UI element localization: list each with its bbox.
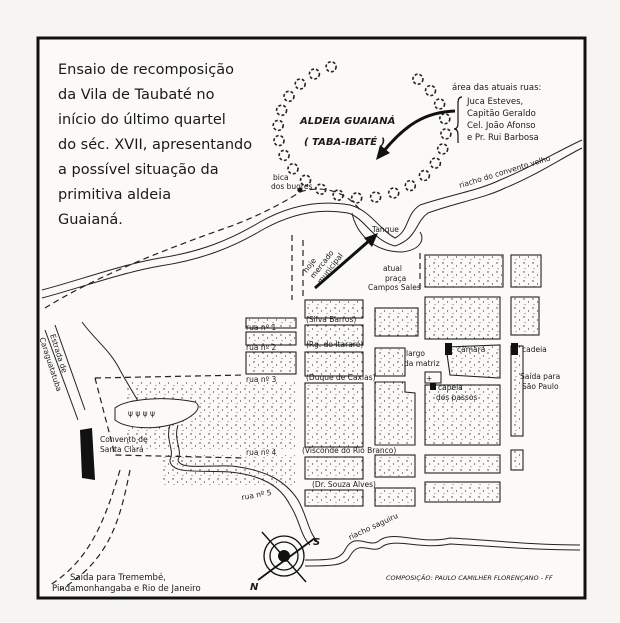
convento-building	[80, 428, 95, 480]
tree-icon	[278, 149, 290, 162]
pond	[114, 398, 199, 429]
svg-text:dos passos: dos passos	[436, 393, 477, 402]
svg-text:atual: atual	[383, 264, 402, 273]
camara-building	[445, 343, 452, 355]
tree-icon	[283, 90, 295, 103]
svg-text:rua nº 4: rua nº 4	[246, 448, 276, 457]
compass-rose: N S	[250, 531, 320, 593]
svg-text:da Vila de Taubaté no: da Vila de Taubaté no	[58, 87, 215, 103]
compass-south: S	[313, 537, 320, 548]
tree-icon	[287, 163, 299, 175]
svg-text:(Duque de Caxias): (Duque de Caxias)	[306, 373, 376, 382]
bottom-labels: Saída para Tremembé, Pindamonhangaba e R…	[52, 572, 553, 594]
convento-label: Convento de Santa Clara	[100, 435, 148, 454]
svg-text:(Rg. do Itararé): (Rg. do Itararé)	[306, 340, 363, 349]
map-title: Ensaio de recomposição da Vila de Taubat…	[58, 62, 252, 228]
svg-text:Juca Esteves,: Juca Esteves,	[466, 97, 523, 107]
tree-icon	[440, 128, 452, 140]
tree-icon	[350, 192, 363, 204]
riacho-saguiru	[304, 536, 581, 561]
svg-text:cadeia: cadeia	[522, 345, 547, 354]
tree-icon	[404, 179, 417, 192]
tree-icon	[387, 187, 400, 199]
svg-text:câmara: câmara	[457, 345, 485, 354]
cross-icon: +	[426, 374, 432, 383]
city-blocks	[125, 254, 542, 507]
svg-text:e Pr. Rui Barbosa: e Pr. Rui Barbosa	[467, 133, 539, 143]
place-labels: largo da matriz câmara cadeia capela dos…	[404, 345, 560, 402]
svg-text:primitiva aldeia: primitiva aldeia	[58, 187, 171, 203]
svg-text:rua nº 2: rua nº 2	[246, 343, 276, 352]
svg-text:Convento de: Convento de	[100, 435, 148, 444]
tree-icon	[436, 143, 449, 155]
svg-text:Ensaio de recomposição: Ensaio de recomposição	[58, 62, 234, 78]
aldeia-name: ALDEIA GUAIANÁ	[299, 114, 395, 127]
svg-text:área das atuais ruas:: área das atuais ruas:	[452, 83, 541, 93]
riacho-convento-velho	[41, 139, 583, 299]
tree-icon	[429, 157, 442, 169]
tree-icon	[438, 112, 451, 125]
svg-text:(Silva Barros): (Silva Barros)	[306, 315, 356, 324]
marsh-grass-icon: ψ ψ ψ ψ	[128, 409, 155, 418]
compass-north: N	[250, 582, 259, 593]
svg-text:Cel. João Afonso: Cel. João Afonso	[467, 121, 535, 131]
svg-text:da matriz: da matriz	[404, 359, 440, 368]
praca-label: atual praça Campos Sales	[368, 264, 421, 292]
svg-text:dos bugres: dos bugres	[271, 182, 312, 191]
area-note: área das atuais ruas: Juca Esteves, Capi…	[452, 83, 541, 143]
svg-text:Capitão Geraldo: Capitão Geraldo	[467, 109, 536, 119]
tree-icon	[273, 134, 285, 147]
brace	[453, 96, 463, 143]
tree-icon	[433, 98, 446, 110]
svg-text:Campos Sales: Campos Sales	[368, 283, 421, 292]
svg-text:Saída para: Saída para	[520, 372, 560, 381]
tree-icon	[369, 191, 382, 203]
svg-text:capela: capela	[438, 383, 463, 392]
svg-text:largo: largo	[406, 349, 425, 358]
street-labels: rua nº 1 (Silva Barros) rua nº 2 (Rg. do…	[241, 315, 397, 502]
aldeia-tree-ring	[272, 61, 452, 204]
tree-icon	[418, 169, 431, 182]
svg-text:Santa Clara: Santa Clara	[100, 445, 144, 454]
svg-text:rua nº 3: rua nº 3	[246, 375, 276, 384]
tree-icon	[275, 104, 288, 117]
tree-icon	[272, 119, 285, 132]
tree-icon	[325, 61, 337, 73]
svg-text:a possível situação da: a possível situação da	[58, 162, 219, 178]
credit: COMPOSIÇÃO: PAULO CAMILHER FLORENÇANO - …	[386, 573, 553, 582]
svg-text:Guaianá.: Guaianá.	[58, 212, 123, 228]
svg-text:início do último quartel: início do último quartel	[58, 112, 226, 128]
svg-text:Pindamonhangaba e Rio de Janei: Pindamonhangaba e Rio de Janeiro	[52, 584, 201, 594]
svg-text:(Visconde do Rio Branco): (Visconde do Rio Branco)	[302, 446, 396, 455]
cadeia-building	[511, 343, 518, 355]
tree-icon	[424, 84, 437, 97]
svg-text:rua nº 1: rua nº 1	[246, 323, 276, 332]
tree-icon	[308, 68, 321, 80]
svg-text:São Paulo: São Paulo	[522, 382, 559, 391]
svg-text:Saída para Tremembé,: Saída para Tremembé,	[70, 572, 166, 583]
aldeia-arrow	[381, 109, 456, 153]
tree-icon	[412, 73, 424, 85]
bica-label: bica	[273, 173, 289, 182]
svg-text:praça: praça	[385, 274, 406, 283]
svg-text:do séc. XVII, apresentando: do séc. XVII, apresentando	[58, 137, 252, 153]
tanque-label: Tanque	[371, 225, 399, 234]
svg-text:(Dr. Souza Alves): (Dr. Souza Alves)	[312, 480, 376, 489]
tree-icon	[294, 78, 307, 90]
aldeia-alt-name: ( TABA-IBATÉ )	[304, 135, 385, 148]
tree-icon	[299, 174, 312, 187]
